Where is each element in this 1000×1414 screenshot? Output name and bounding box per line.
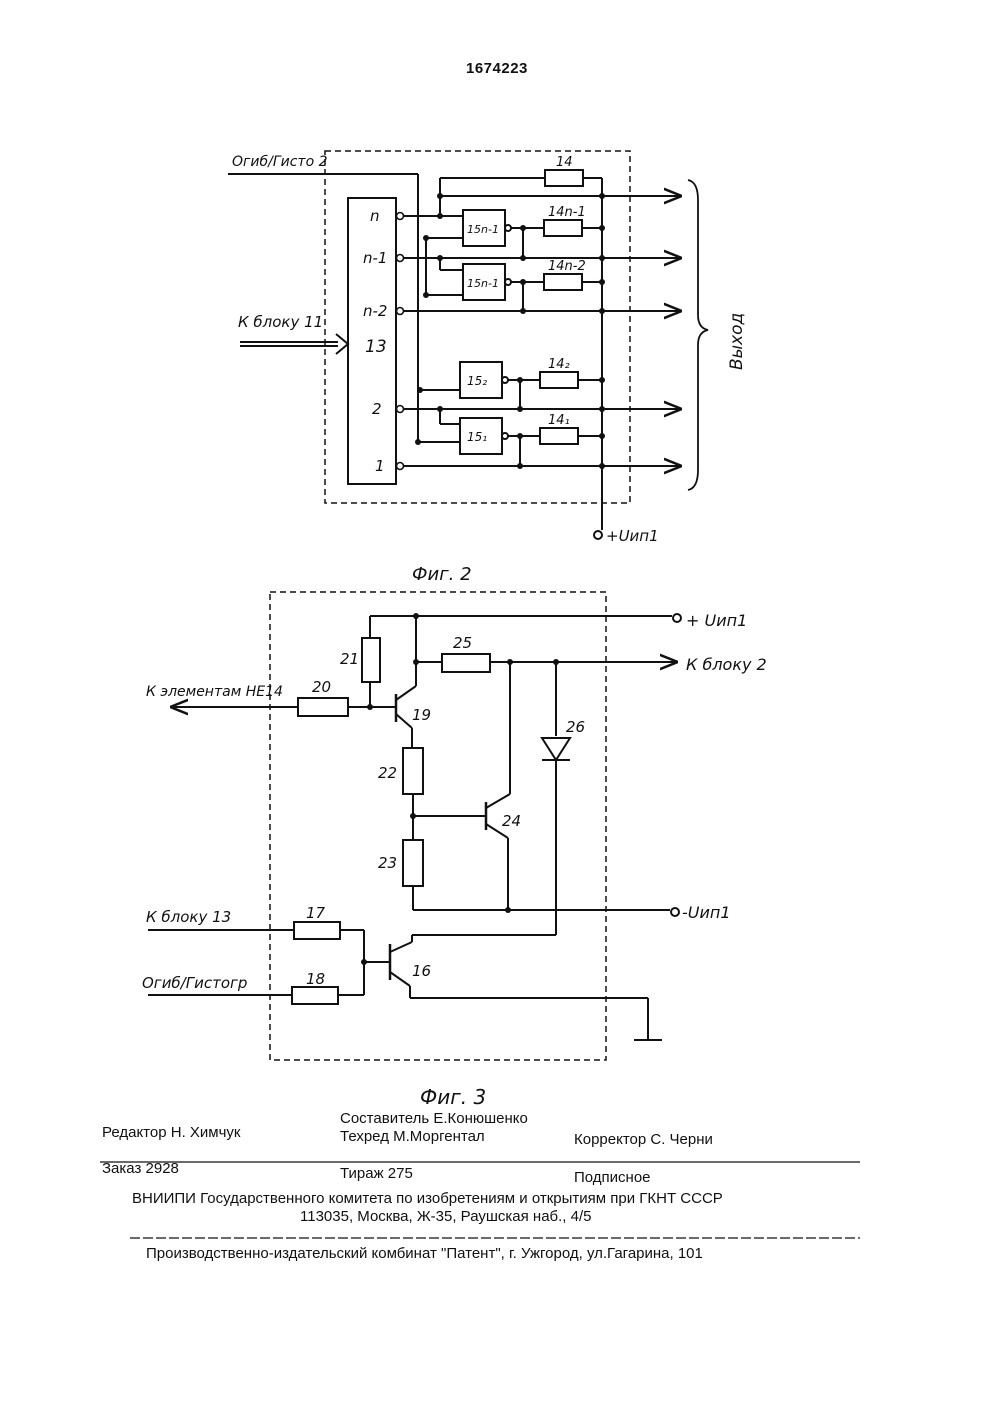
fig3-to-block13: К блоку 13	[146, 908, 231, 926]
subscription: Подписное	[574, 1169, 651, 1186]
label-r25: 25	[453, 634, 472, 652]
fig3-to-elements: К элементам НЕ14	[146, 684, 283, 700]
pin-2: 2	[372, 400, 382, 418]
resistor-14	[545, 170, 583, 186]
circulation: Тираж 275	[340, 1165, 413, 1182]
label-r14-2: 14₂	[548, 357, 570, 372]
label-t16: 16	[412, 962, 431, 980]
label-t24: 24	[502, 812, 521, 830]
label-gate-15n-1-b: 15n-1	[467, 277, 499, 290]
fig3-supply-neg: -Uип1	[682, 903, 731, 922]
fig3-caption: Фиг. 3	[420, 1085, 486, 1109]
output-label: Выход	[727, 313, 747, 370]
resistor-14n-2	[544, 274, 582, 290]
label-gate-15-2: 15₂	[467, 374, 487, 388]
label-gate-15n-1-a: 15n-1	[467, 223, 499, 236]
pin-n-2: n-2	[363, 302, 387, 320]
pin-1: 1	[375, 457, 385, 475]
pin-n-1: n-1	[363, 249, 387, 267]
label-r20: 20	[312, 678, 331, 696]
resistor-21	[362, 638, 380, 682]
resistor-14-2	[540, 372, 578, 388]
editor: Редактор Н. Химчук	[102, 1124, 240, 1141]
resistor-22	[403, 748, 423, 794]
address: 113035, Москва, Ж-35, Раушская наб., 4/5	[300, 1208, 592, 1225]
label-r14n-1: 14n-1	[548, 205, 586, 220]
label-r14: 14	[556, 155, 573, 170]
fig3-to-block2: К блоку 2	[686, 655, 767, 674]
diode-26	[542, 738, 570, 760]
resistor-18	[292, 987, 338, 1004]
fig2-enclosure	[325, 151, 630, 503]
fig2-caption: Фиг. 2	[412, 564, 472, 585]
label-t19: 19	[412, 706, 431, 724]
order: Заказ 2928	[102, 1160, 179, 1177]
compiler: Составитель Е.Конюшенко	[340, 1110, 528, 1127]
publisher: Производственно-издательский комбинат "П…	[146, 1245, 703, 1262]
figure-2	[228, 151, 708, 539]
supply-terminal	[594, 531, 602, 539]
label-r22: 22	[378, 764, 397, 782]
label-r21: 21	[340, 650, 359, 668]
label-gate-15-1: 15₁	[467, 430, 487, 444]
resistor-14n-1	[544, 220, 582, 236]
label-d26: 26	[566, 718, 585, 736]
techred: Техред М.Моргентал	[340, 1128, 485, 1145]
fig2-input-block: К блоку 11	[238, 313, 323, 331]
resistor-25	[442, 654, 490, 672]
label-r23: 23	[378, 854, 397, 872]
corrector: Корректор С. Черни	[574, 1131, 713, 1148]
label-r14n-2: 14n-2	[548, 259, 586, 274]
resistor-23	[403, 840, 423, 886]
fig2-supply: +Uип1	[606, 527, 659, 545]
vniipi: ВНИИПИ Государственного комитета по изоб…	[132, 1190, 723, 1207]
block-13-label: 13	[365, 337, 387, 357]
label-r18: 18	[306, 970, 325, 988]
label-r14-1: 14₁	[548, 413, 570, 428]
resistor-14-1	[540, 428, 578, 444]
fig3-supply-pos: + Uип1	[686, 611, 747, 630]
label-r17: 17	[306, 904, 326, 922]
resistor-20	[298, 698, 348, 716]
fig2-input-top: Огиб/Гисто 2	[232, 154, 328, 170]
resistor-17	[294, 922, 340, 939]
pin-n: n	[370, 207, 380, 225]
fig3-env-hist: Огиб/Гистогр	[142, 974, 247, 992]
